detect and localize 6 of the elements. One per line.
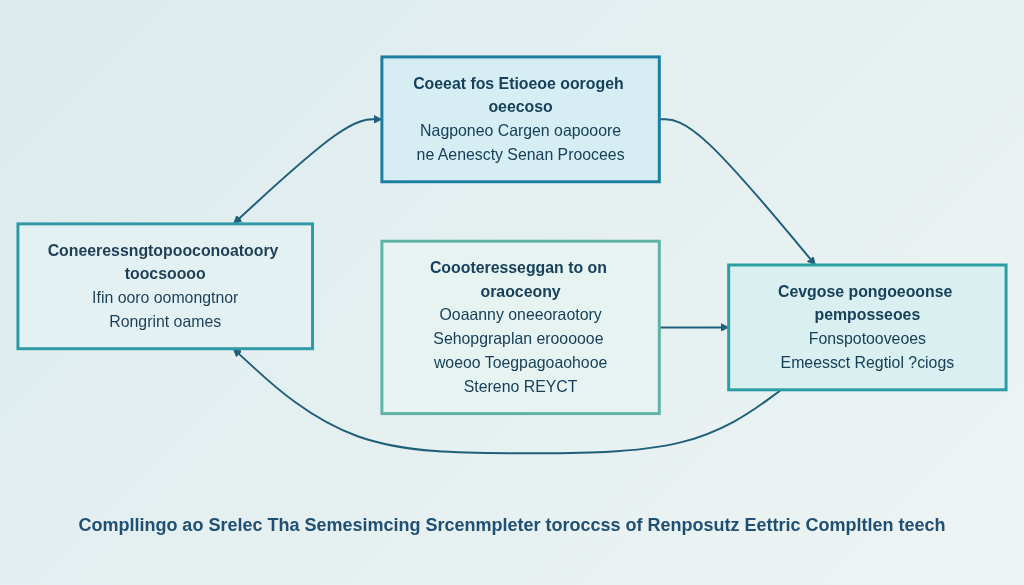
arrow [232, 348, 783, 455]
node-box: Cevgose pongoeoonse pemposseoes Fonspotooveoes Emeessct Regtiol ?ciogs [727, 263, 1008, 392]
node-box: Coneeressngtopooconoatoory toocsoooo Ifin ooro oomongtnor Rongrint oames [16, 222, 315, 351]
node-box: Coooteresseggan to on oraoceony Ooaanny oneeoraotory Sehopgraplan eroooooe woeoo Toegpagoaohooe Stereno REYCT [380, 239, 661, 415]
node-box: Coeeat fos Etioeoe oorogeh oeecoso Nagponeo Cargen oapooore ne Aenescty Senan Proocees [380, 55, 661, 184]
caption: Compllingo ao Srelec Tha Semesimcing Srcenmpleter toroccss of Renposutz Eettric Compltlen teech [77, 515, 947, 536]
